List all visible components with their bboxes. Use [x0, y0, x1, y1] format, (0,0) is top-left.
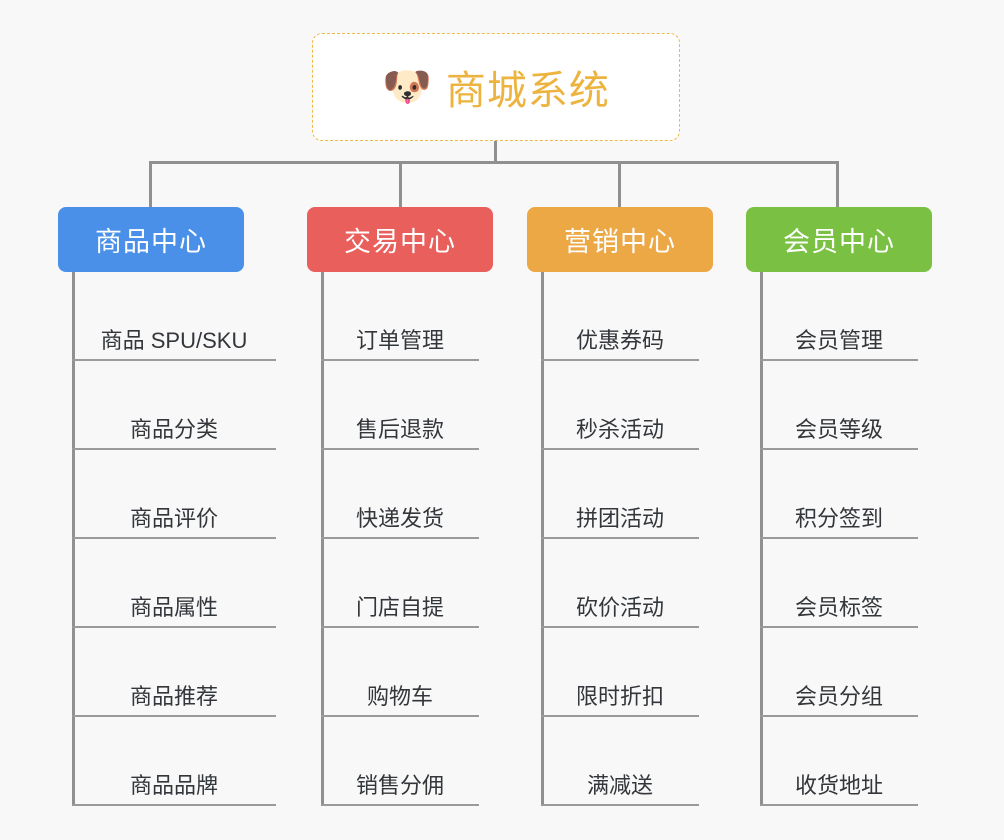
root-title: 商城系统: [445, 69, 610, 113]
leaf-item[interactable]: 收货地址: [760, 717, 918, 806]
branch-column-1: 商品中心 商品 SPU/SKU 商品分类 商品评价 商品属性 商品推荐 商品品牌: [58, 207, 276, 806]
connector-drop-3: [618, 161, 621, 208]
branch-column-2: 交易中心 订单管理 售后退款 快递发货 门店自提 购物车 销售分佣: [307, 207, 493, 806]
branch-column-4: 会员中心 会员管理 会员等级 积分签到 会员标签 会员分组 收货地址: [746, 207, 932, 806]
category-node-3[interactable]: 营销中心: [527, 207, 713, 272]
leaf-item[interactable]: 限时折扣: [541, 628, 699, 717]
leaf-list-1: 商品 SPU/SKU 商品分类 商品评价 商品属性 商品推荐 商品品牌: [58, 272, 276, 806]
dog-face-icon: 🐶: [382, 65, 432, 109]
leaf-label: 门店自提: [355, 595, 444, 620]
leaf-label: 拼团活动: [575, 506, 664, 531]
leaf-label: 商品推荐: [129, 684, 218, 709]
leaf-label: 秒杀活动: [575, 417, 664, 442]
leaf-label: 积分签到: [794, 506, 883, 531]
leaf-item[interactable]: 售后退款: [321, 361, 479, 450]
leaf-item[interactable]: 秒杀活动: [541, 361, 699, 450]
leaf-item[interactable]: 商品属性: [72, 539, 276, 628]
leaf-item[interactable]: 商品 SPU/SKU: [72, 272, 276, 361]
leaf-list-2: 订单管理 售后退款 快递发货 门店自提 购物车 销售分佣: [307, 272, 493, 806]
leaf-label: 销售分佣: [355, 773, 444, 798]
connector-spine-3: [541, 272, 544, 806]
leaf-item[interactable]: 会员标签: [760, 539, 918, 628]
leaf-item[interactable]: 订单管理: [321, 272, 479, 361]
leaf-item[interactable]: 门店自提: [321, 539, 479, 628]
leaf-item[interactable]: 拼团活动: [541, 450, 699, 539]
leaf-label: 会员等级: [794, 417, 883, 442]
root-node[interactable]: 🐶 商城系统: [312, 33, 680, 141]
category-node-4[interactable]: 会员中心: [746, 207, 932, 272]
leaf-item[interactable]: 购物车: [321, 628, 479, 717]
category-label: 营销中心: [564, 227, 676, 257]
leaf-item[interactable]: 会员分组: [760, 628, 918, 717]
leaf-item[interactable]: 会员管理: [760, 272, 918, 361]
leaf-label: 砍价活动: [575, 595, 664, 620]
connector-drop-4: [836, 161, 839, 208]
leaf-item[interactable]: 砍价活动: [541, 539, 699, 628]
category-node-1[interactable]: 商品中心: [58, 207, 244, 272]
connector-spine-4: [760, 272, 763, 806]
leaf-label: 商品评价: [129, 506, 218, 531]
leaf-list-4: 会员管理 会员等级 积分签到 会员标签 会员分组 收货地址: [746, 272, 932, 806]
category-label: 商品中心: [95, 227, 207, 257]
leaf-label: 商品分类: [129, 417, 218, 442]
leaf-item[interactable]: 商品评价: [72, 450, 276, 539]
connector-horizontal-bus: [149, 161, 839, 164]
leaf-label: 售后退款: [355, 417, 444, 442]
connector-spine-2: [321, 272, 324, 806]
leaf-item[interactable]: 商品推荐: [72, 628, 276, 717]
leaf-item[interactable]: 积分签到: [760, 450, 918, 539]
leaf-label: 收货地址: [794, 773, 883, 798]
leaf-label: 会员管理: [794, 328, 883, 353]
category-node-2[interactable]: 交易中心: [307, 207, 493, 272]
leaf-label: 会员分组: [794, 684, 883, 709]
leaf-label: 商品属性: [129, 595, 218, 620]
leaf-label: 满减送: [586, 773, 653, 798]
leaf-item[interactable]: 商品分类: [72, 361, 276, 450]
category-label: 会员中心: [783, 227, 895, 257]
branch-column-3: 营销中心 优惠券码 秒杀活动 拼团活动 砍价活动 限时折扣 满减送: [527, 207, 713, 806]
connector-drop-1: [149, 161, 152, 208]
connector-spine-1: [72, 272, 75, 806]
leaf-item[interactable]: 快递发货: [321, 450, 479, 539]
category-label: 交易中心: [344, 227, 456, 257]
leaf-item[interactable]: 优惠券码: [541, 272, 699, 361]
leaf-label: 限时折扣: [575, 684, 664, 709]
leaf-item[interactable]: 会员等级: [760, 361, 918, 450]
connector-root-stem: [494, 141, 497, 163]
leaf-label: 商品品牌: [129, 773, 218, 798]
leaf-item[interactable]: 销售分佣: [321, 717, 479, 806]
leaf-item[interactable]: 商品品牌: [72, 717, 276, 806]
leaf-label: 订单管理: [355, 328, 444, 353]
leaf-label: 会员标签: [794, 595, 883, 620]
leaf-label: 商品 SPU/SKU: [100, 328, 248, 353]
leaf-list-3: 优惠券码 秒杀活动 拼团活动 砍价活动 限时折扣 满减送: [527, 272, 713, 806]
connector-drop-2: [399, 161, 402, 208]
leaf-label: 购物车: [366, 684, 433, 709]
leaf-label: 优惠券码: [575, 328, 664, 353]
leaf-item[interactable]: 满减送: [541, 717, 699, 806]
leaf-label: 快递发货: [355, 506, 444, 531]
